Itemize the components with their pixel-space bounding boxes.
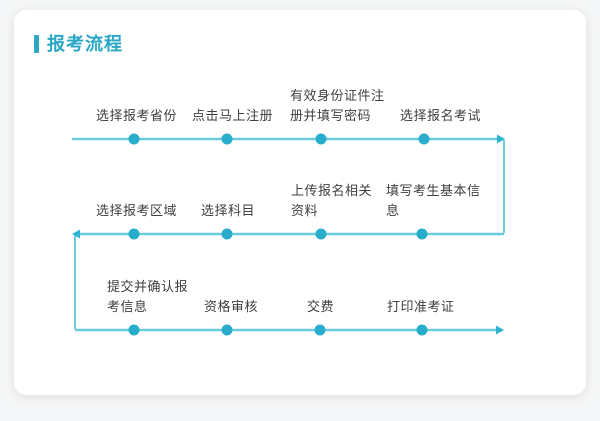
arrow-right-icon bbox=[497, 134, 505, 144]
step-dot bbox=[315, 228, 327, 240]
step-label-click-register: 点击马上注册 bbox=[192, 108, 274, 123]
step-label-select-subject: 选择科目 bbox=[201, 203, 256, 218]
flow-lines bbox=[72, 133, 505, 336]
title-accent-bar-icon bbox=[34, 35, 39, 53]
step-label-qualification-review: 资格审核 bbox=[204, 299, 259, 314]
step-dot bbox=[314, 324, 326, 336]
flow-diagram: 选择报考省份 点击马上注册 有效身份证件注册并填写密码 选择报名考试 选择报考区… bbox=[14, 10, 600, 421]
step-label-select-region: 选择报考区域 bbox=[96, 203, 178, 218]
step-dot bbox=[128, 228, 140, 240]
step-dot bbox=[315, 133, 327, 145]
step-label-pay-fee: 交费 bbox=[307, 299, 335, 314]
step-dot bbox=[416, 324, 428, 336]
flow-card: 报考流程 bbox=[14, 10, 586, 395]
step-dot bbox=[416, 228, 428, 240]
section-header: 报考流程 bbox=[34, 34, 123, 54]
step-label-select-exam: 选择报名考试 bbox=[400, 108, 482, 123]
step-dot bbox=[128, 133, 140, 145]
step-label-id-register-password: 有效身份证件注册并填写密码 bbox=[290, 88, 385, 123]
step-dot bbox=[221, 133, 233, 145]
step-label-print-admission-ticket: 打印准考证 bbox=[387, 299, 455, 314]
arrow-right-icon bbox=[496, 325, 504, 335]
step-label-select-province: 选择报考省份 bbox=[96, 108, 178, 123]
arrow-left-icon bbox=[72, 229, 80, 239]
step-label-fill-basic-info: 填写考生基本信息 bbox=[386, 183, 481, 218]
step-dot bbox=[221, 324, 233, 336]
page-title: 报考流程 bbox=[47, 34, 123, 54]
step-label-submit-confirm: 提交并确认报考信息 bbox=[107, 279, 189, 314]
step-dot bbox=[128, 324, 140, 336]
step-dot bbox=[418, 133, 430, 145]
step-dot bbox=[221, 228, 233, 240]
step-label-upload-materials: 上传报名相关资料 bbox=[291, 183, 373, 218]
